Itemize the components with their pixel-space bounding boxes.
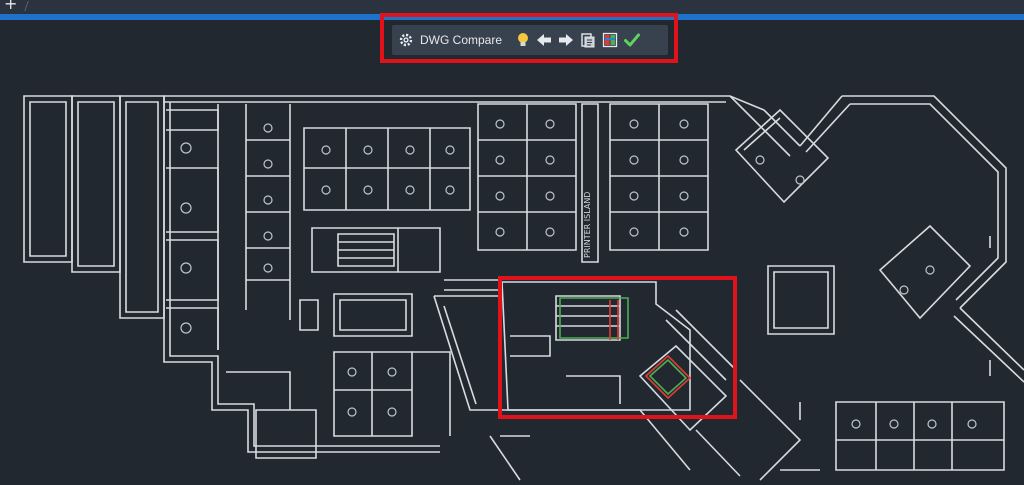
arrow-left-icon bbox=[536, 33, 552, 47]
floor-plan-linework bbox=[23, 95, 1024, 481]
highlight-toggle-button[interactable] bbox=[516, 27, 530, 53]
settings-compare-icon bbox=[602, 32, 618, 48]
tab-bar: + bbox=[0, 0, 1024, 14]
file-tab-accent-line bbox=[0, 14, 1024, 20]
compare-change-markers bbox=[559, 297, 692, 400]
lightbulb-icon bbox=[516, 32, 530, 48]
compare-settings-button[interactable]: DWG Compare bbox=[398, 27, 510, 53]
clipboard-compare-icon bbox=[580, 32, 596, 48]
exit-compare-button[interactable] bbox=[624, 27, 641, 53]
toolbar-highlight-box bbox=[380, 13, 678, 63]
checkmark-icon bbox=[624, 33, 641, 47]
drawing-canvas[interactable]: PRINTER ISLAND bbox=[0, 20, 1024, 485]
compare-options-button[interactable] bbox=[602, 27, 618, 53]
next-change-button[interactable] bbox=[558, 27, 574, 53]
gear-icon bbox=[398, 32, 414, 48]
dwg-compare-toolbar: DWG Compare bbox=[392, 25, 668, 55]
previous-change-button[interactable] bbox=[536, 27, 552, 53]
changed-area-highlight-box bbox=[498, 276, 737, 419]
furniture-symbols bbox=[180, 119, 977, 429]
tab-separator bbox=[24, 1, 29, 11]
printer-island-label: PRINTER ISLAND bbox=[583, 192, 592, 258]
toolbar-title: DWG Compare bbox=[420, 33, 503, 47]
arrow-right-icon bbox=[558, 33, 574, 47]
add-tab-button[interactable]: + bbox=[4, 0, 18, 13]
import-objects-button[interactable] bbox=[580, 27, 596, 53]
